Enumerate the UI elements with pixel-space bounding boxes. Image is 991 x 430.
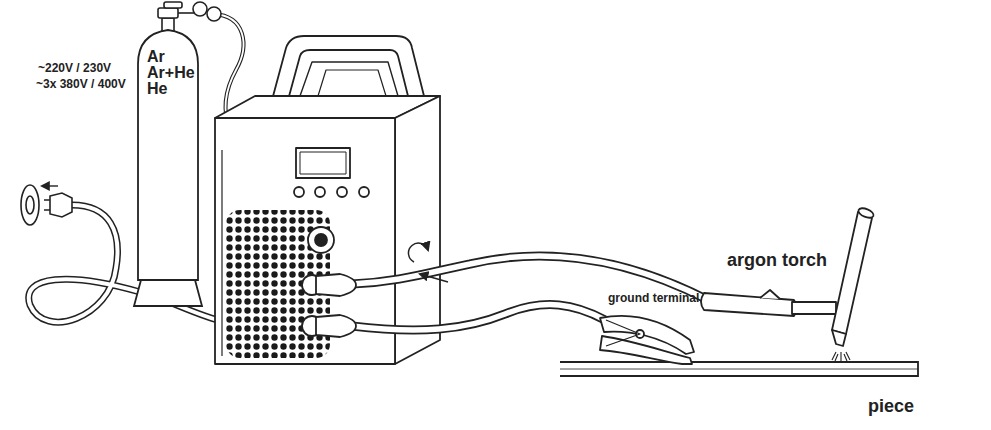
valve-knob: [164, 2, 182, 8]
display: [300, 152, 346, 174]
control-button: [359, 187, 369, 197]
voltage-label: ~3x 380V / 400V: [36, 77, 126, 91]
torch-nozzle: [832, 330, 846, 346]
control-knob: [315, 234, 327, 246]
cylinder-outline: [134, 280, 202, 306]
ground-clamp: [600, 316, 694, 364]
work-piece: [560, 362, 918, 376]
direction-arrow: [42, 185, 58, 186]
cable-plug: [316, 315, 356, 337]
control-button: [294, 187, 304, 197]
torch-handle: [701, 293, 797, 316]
connect-arrows: [408, 243, 448, 282]
work-piece: [560, 369, 918, 370]
welding-machine: [215, 36, 440, 364]
wall-socket: [21, 185, 39, 225]
panel-edge: [221, 150, 222, 356]
cable-plug: [316, 274, 356, 296]
insert-arrow: [420, 274, 448, 282]
plug-pins: [44, 200, 50, 210]
carry-handle: [272, 36, 424, 100]
control-button: [337, 187, 347, 197]
turn-arrow: [408, 243, 428, 262]
torch-cap: [857, 206, 875, 219]
wall-socket: [26, 196, 34, 214]
part-label: ground terminal: [608, 291, 699, 305]
part-label: argon torch: [727, 250, 827, 271]
pressure-gauge: [207, 7, 221, 21]
clamp-jaw: [600, 336, 692, 364]
arc-sparks: [832, 352, 850, 361]
gas-type: Ar: [147, 49, 204, 65]
torch-head: [832, 212, 872, 334]
tig-torch: [701, 206, 875, 361]
ground-cable: [352, 305, 605, 330]
voltage-label: ~220V / 230V: [38, 61, 111, 75]
gas-type: He: [147, 81, 204, 97]
machine-side: [395, 96, 440, 364]
gas-type: Ar+He: [147, 65, 204, 81]
cylinder-valve: [158, 8, 178, 18]
torch-neck: [792, 302, 836, 314]
cable-plug: [316, 274, 356, 337]
part-label: piece: [868, 396, 914, 417]
torch-trigger: [760, 290, 780, 299]
work-piece: [560, 362, 918, 376]
pressure-gauge: [193, 2, 207, 16]
display: [296, 148, 350, 178]
plug-body: [50, 193, 72, 217]
control-button: [315, 187, 325, 197]
node-texts: ArAr+HeHe: [132, 22, 204, 97]
control-knob: [308, 227, 334, 253]
clamp-spring: [606, 320, 640, 346]
carry-handle: [300, 62, 398, 96]
gas-regulator: [158, 2, 221, 32]
carry-handle: [318, 70, 386, 96]
power-plug: [21, 185, 72, 225]
gas-cylinder: ArAr+HeHe: [132, 22, 204, 307]
